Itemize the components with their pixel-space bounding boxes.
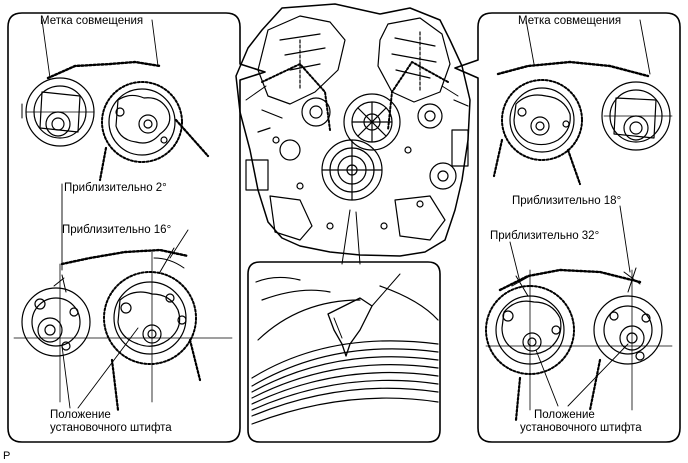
left-alignment-mark-label: Метка совмещения <box>40 15 143 27</box>
right-pin-position-label-1: Положение <box>534 409 595 421</box>
right-alignment-mark-label: Метка совмещения <box>518 15 621 27</box>
right-pin-position-label-2: установочного штифта <box>520 422 642 434</box>
right-bottom-angles <box>485 19 673 422</box>
engine-illustration <box>235 3 471 265</box>
left-pin-position-label-1: Положение <box>50 409 111 421</box>
left-angle-large-label: Приблизительно 16° <box>62 224 171 236</box>
right-angle-large-label: Приблизительно 32° <box>490 230 599 242</box>
crankshaft-zoom-inset <box>247 261 441 443</box>
left-top-sprockets <box>21 60 210 182</box>
left-bottom-angles <box>13 19 233 412</box>
corner-code: P <box>3 450 10 462</box>
right-angle-small-label: Приблизительно 18° <box>512 195 621 207</box>
left-pin-position-label-2: установочного штифта <box>50 422 172 434</box>
left-angle-small-label: Приблизительно 2° <box>64 182 167 194</box>
right-top-sprockets <box>492 60 673 186</box>
left-callout-panel <box>7 12 266 443</box>
right-callout-panel <box>454 12 681 443</box>
